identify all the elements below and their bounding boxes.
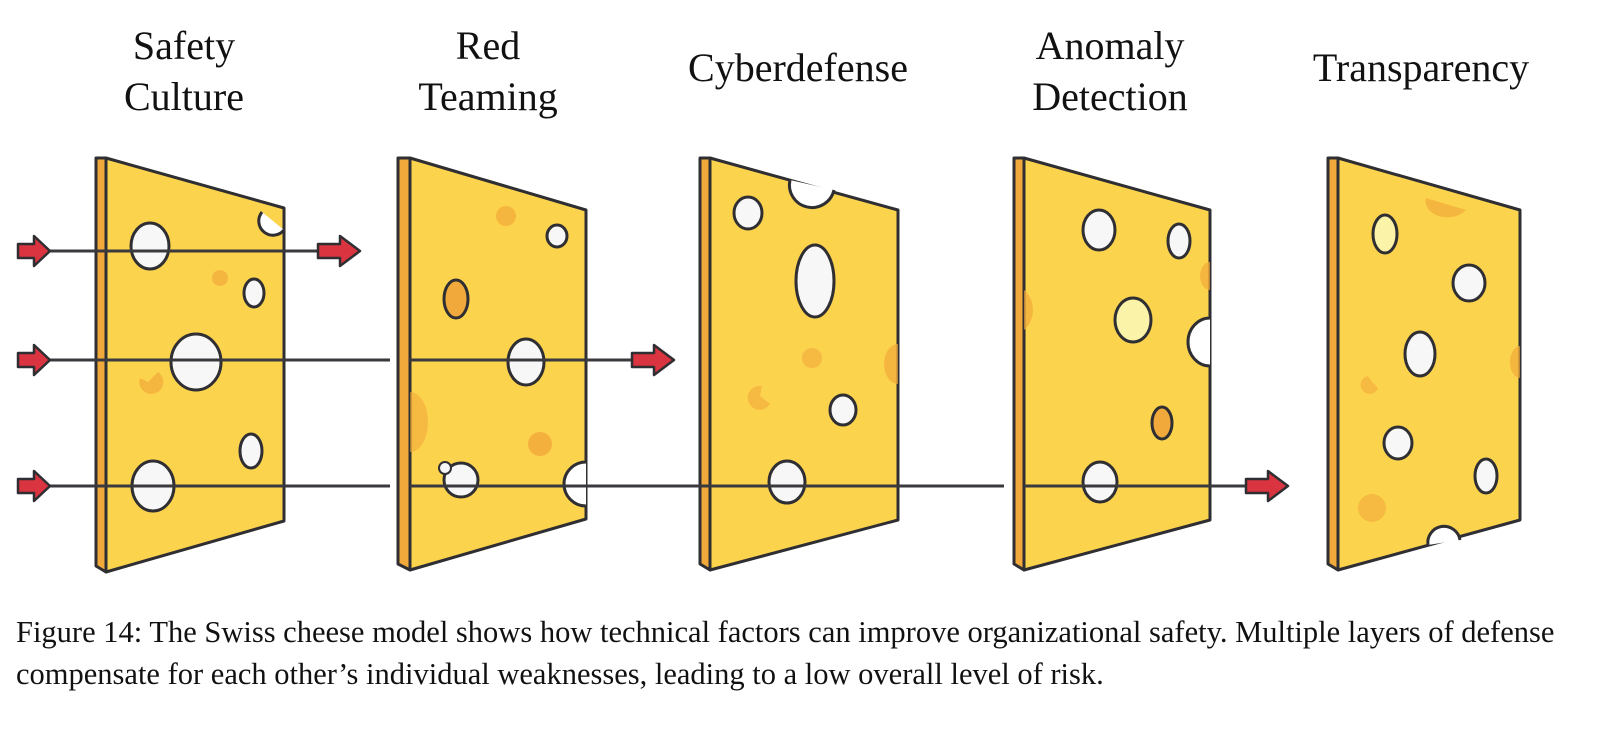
hazard-rays	[30, 249, 1256, 488]
figure-label: Figure 14:	[16, 615, 143, 649]
cheese-slice-safety-culture	[94, 156, 286, 574]
layer-title-cyberdefense: Cyberdefense	[688, 45, 908, 90]
layer-title-transparency: Transparency	[1312, 45, 1530, 90]
cheese-slice-cyberdefense	[698, 156, 900, 572]
figure-caption-text: The Swiss cheese model shows how technic…	[16, 615, 1555, 691]
figure-caption: Figure 14: The Swiss cheese model shows …	[16, 611, 1576, 695]
layer-title-safety-culture: Safety Culture	[124, 23, 244, 119]
layer-title-red-teaming: Red Teaming	[418, 23, 558, 119]
red-arrow-icon	[16, 234, 1290, 503]
layer-title-anomaly-detection: Anomaly Detection	[1032, 23, 1188, 119]
cheese-slice-transparency	[1326, 156, 1522, 572]
cheese-slice-red-teaming	[396, 156, 588, 572]
cheese-slice-anomaly-detection	[1012, 156, 1212, 572]
